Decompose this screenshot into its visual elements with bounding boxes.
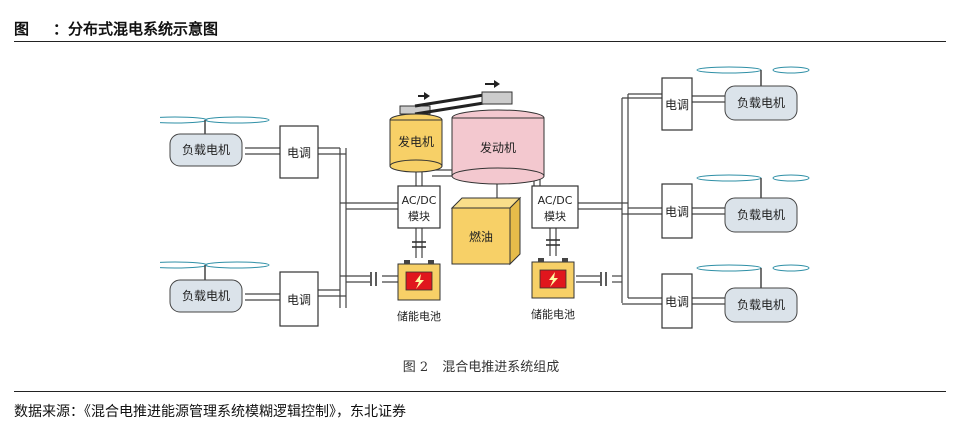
figure-title: ：分布式混电系统示意图 (53, 20, 219, 38)
motor-left-bottom: 负载电机 (160, 261, 270, 313)
esc-left-top: 电调 (279, 125, 319, 179)
esc-label: 电调 (665, 205, 689, 219)
caption-text: 混合电推进系统组成 (442, 360, 560, 375)
engine: 发动机 (451, 80, 545, 185)
converter-right: AC/DC 模块 (531, 185, 579, 229)
footer-rule (14, 391, 946, 392)
converter-right-line2: 模块 (544, 210, 566, 223)
engine-label: 发动机 (480, 140, 516, 155)
figure-header: 图 ：分布式混电系统示意图 (14, 18, 218, 39)
fuel-label: 燃油 (469, 229, 493, 244)
motor-right-bottom: 负载电机 (696, 264, 810, 323)
motor-right-middle: 负载电机 (696, 174, 810, 233)
esc-right-top: 电调 (661, 77, 693, 131)
motor-label: 负载电机 (737, 208, 785, 222)
esc-left-bottom: 电调 (279, 271, 319, 327)
header-rule (14, 41, 946, 42)
motor-left-top: 负载电机 (160, 116, 270, 167)
battery-right: 储能电池 (531, 258, 575, 321)
converter-left: AC/DC 模块 (397, 185, 441, 229)
caption-number: 图 2 (402, 360, 429, 375)
motor-label: 负载电机 (737, 298, 785, 312)
converter-left-line2: 模块 (408, 210, 430, 223)
esc-right-bottom: 电调 (661, 273, 693, 329)
generator: 发电机 (389, 92, 491, 173)
motor-right-top: 负载电机 (696, 66, 810, 121)
hybrid-propulsion-diagram: 负载电机 负载电机 电调 电调 发电机 发动机 (160, 66, 810, 329)
generator-label: 发电机 (398, 134, 434, 149)
motor-label: 负载电机 (737, 96, 785, 110)
figure-label: 图 (14, 20, 30, 38)
fuel-tank: 燃油 (450, 196, 522, 266)
motor-label: 负载电机 (182, 289, 230, 303)
converter-right-line1: AC/DC (538, 194, 573, 207)
esc-label: 电调 (665, 98, 689, 112)
esc-label: 电调 (665, 295, 689, 309)
capacitor-symbols (370, 239, 607, 286)
lightning-icon (415, 274, 424, 289)
esc-label: 电调 (287, 146, 311, 160)
wiring (245, 93, 725, 308)
motor-label: 负载电机 (182, 143, 230, 157)
battery-left: 储能电池 (397, 260, 441, 323)
battery-right-label: 储能电池 (531, 307, 575, 321)
esc-label: 电调 (287, 293, 311, 307)
battery-left-label: 储能电池 (397, 309, 441, 323)
converter-left-line1: AC/DC (402, 194, 437, 207)
figure-caption: 图 2 混合电推进系统组成 (0, 356, 962, 375)
esc-right-middle: 电调 (661, 183, 693, 239)
source-note: 数据来源：《混合电推进能源管理系统模糊逻辑控制》，东北证券 (14, 404, 406, 420)
lightning-icon (549, 272, 558, 287)
